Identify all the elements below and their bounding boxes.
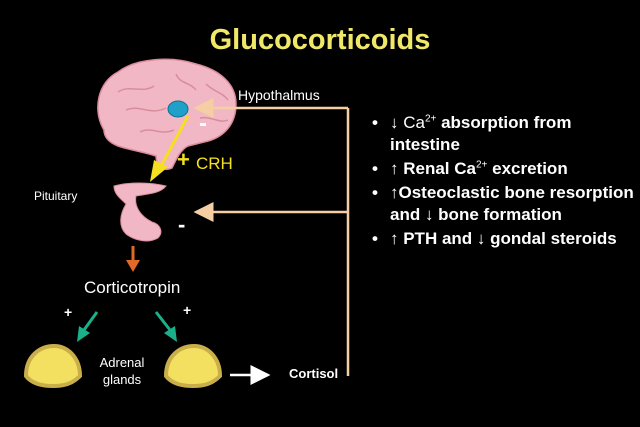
effect-item: •↑Osteoclastic bone resorption and ↓ bon… (372, 183, 634, 224)
effect-item: •↓ Ca2+ absorption from intestine (372, 113, 572, 154)
adrenal-gland-right (163, 343, 223, 389)
adrenal-gland-left (23, 343, 83, 389)
corticotropin-arrow (126, 246, 140, 272)
pituitary-label: Pituitary (34, 189, 78, 203)
crh-stimulation-sign: + (177, 147, 190, 172)
hypothalamus-marker (167, 100, 189, 118)
effect-item: •↑ PTH and ↓ gondal steroids (372, 229, 617, 248)
feedback-lines (193, 98, 350, 376)
hypothalamus-label: Hypothalmus (238, 87, 320, 103)
right-adrenal-stimulation-sign: + (183, 302, 192, 318)
slide-title: Glucocorticoids (209, 24, 431, 56)
adrenal-glands-label: Adrenal glands (99, 355, 145, 387)
crh-label: CRH (196, 154, 233, 173)
cortisol-label: Cortisol (289, 366, 339, 381)
corticotropin-label: Corticotropin (84, 278, 181, 297)
pituitary-feedback-sign: - (178, 212, 186, 237)
hypothalamus-feedback-sign: - (199, 110, 207, 137)
left-adrenal-stimulation-sign: + (64, 304, 73, 320)
crh-arrow (150, 115, 190, 182)
effect-item: •↑ Renal Ca2+ excretion (372, 159, 568, 178)
brain-illustration (97, 58, 237, 170)
effects-list: •↓ Ca2+ absorption from intestine •↑ Ren… (368, 112, 634, 252)
adrenal-arrows (77, 311, 177, 342)
pituitary-gland-illustration (113, 182, 167, 242)
